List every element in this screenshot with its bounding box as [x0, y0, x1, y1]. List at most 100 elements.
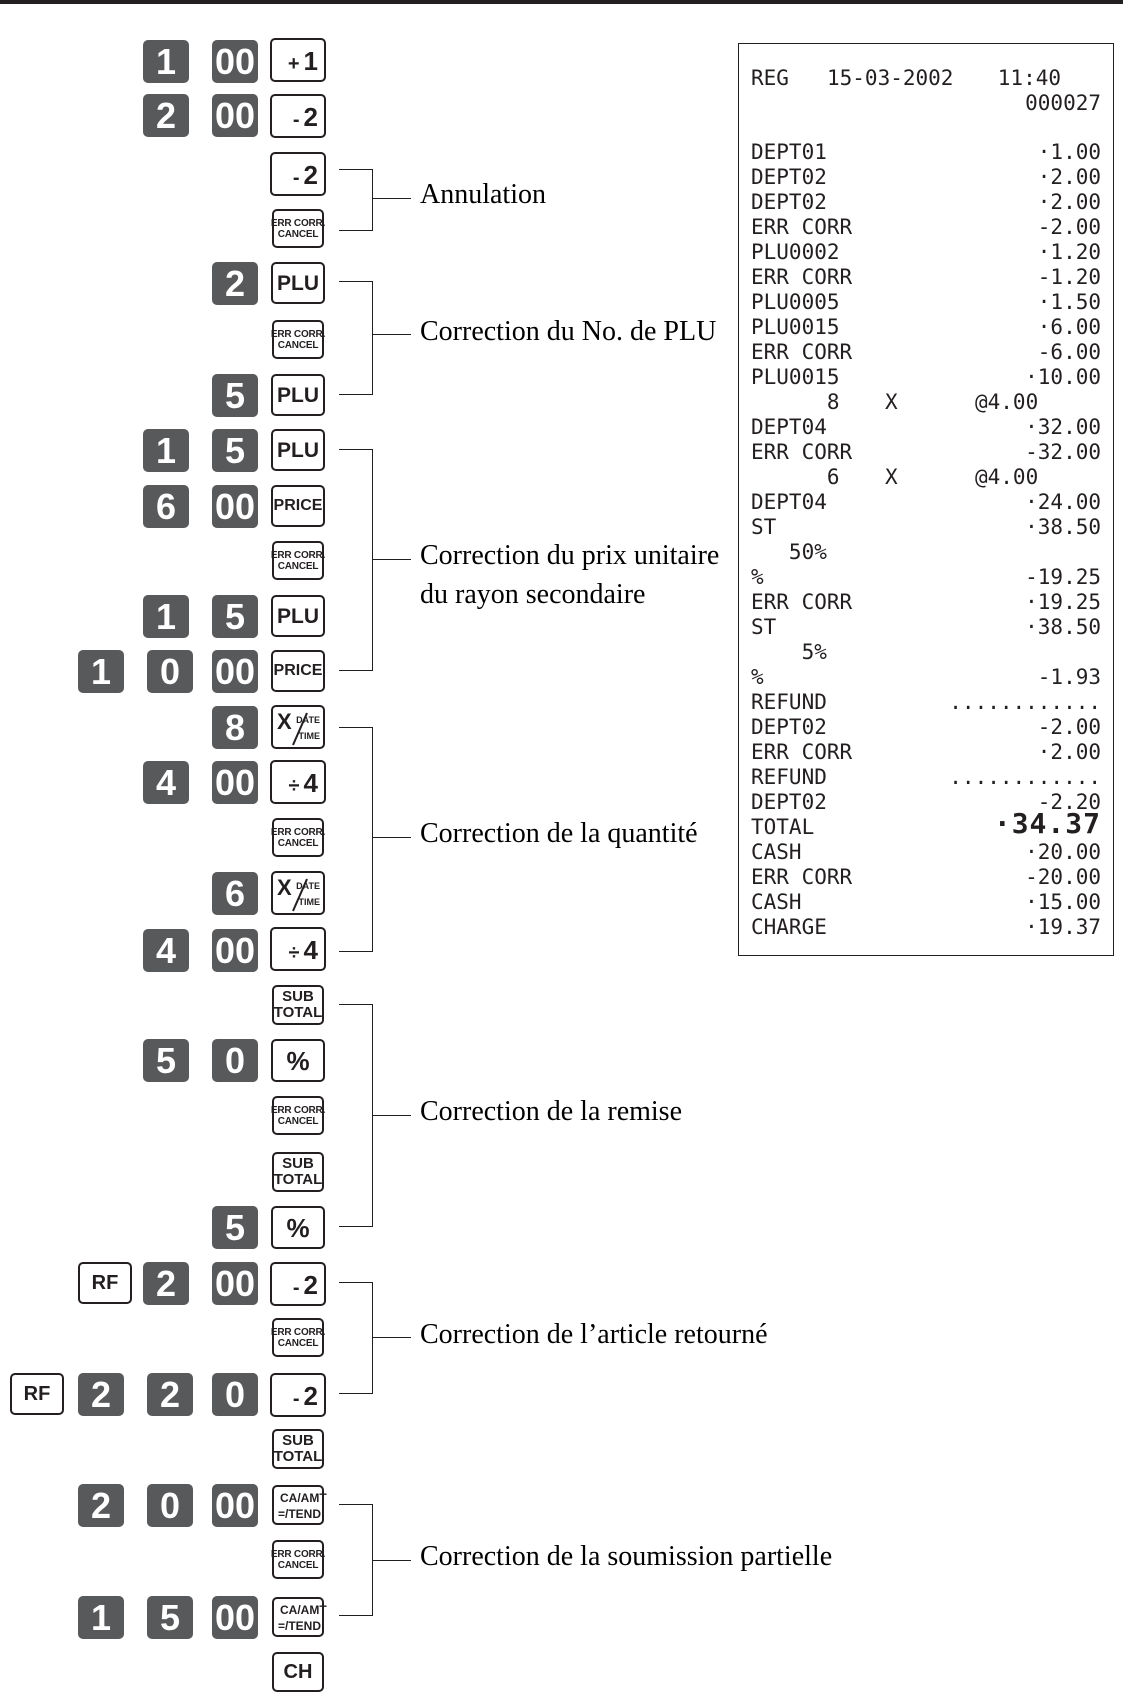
key-0: 0 [147, 650, 193, 693]
key-minus-2: -2 [270, 152, 326, 196]
receipt-line-value: -2.20 [1037, 790, 1101, 814]
receipt-line-label: DEPT02 [751, 190, 827, 214]
key-5: 5 [212, 429, 258, 472]
key-4: 4 [143, 929, 189, 972]
receipt-line-value: -19.25 [1025, 565, 1101, 589]
key-2: 2 [212, 262, 258, 305]
key-2: 2 [143, 1262, 189, 1305]
receipt-line: ERR CORR-32.00 [751, 440, 1101, 465]
receipt-line-value: ·1.50 [1037, 290, 1101, 314]
key-00: 00 [212, 650, 258, 693]
key-err-corr-line2: CANCEL [277, 1115, 319, 1127]
bracket-stub [373, 1560, 411, 1561]
key-minus-number: 2 [303, 1270, 318, 1300]
bracket-partial-tender-correction [339, 1504, 373, 1616]
annotation-discount-correction: Correction de la remise [420, 1096, 683, 1127]
key-0: 0 [212, 1373, 258, 1416]
receipt-line-label: DEPT01 [751, 140, 827, 164]
receipt-line-label: TOTAL [751, 815, 815, 839]
key-minus-number: 2 [303, 160, 318, 190]
receipt-line: TOTAL·34.37 [751, 810, 1101, 840]
key-err-corr-line1: ERR CORR. [270, 1104, 326, 1116]
receipt-line-label: CASH [751, 890, 802, 914]
key-err-corr-line2: CANCEL [277, 560, 319, 572]
key-5: 5 [212, 595, 258, 638]
receipt-line-multiplier: X [885, 465, 898, 489]
receipt-line: ST·38.50 [751, 515, 1101, 540]
receipt-line-value: ·6.00 [1037, 315, 1101, 339]
bracket-price-correction [339, 449, 373, 671]
receipt-line: DEPT02·2.00 [751, 190, 1101, 215]
bracket-plu-correction [339, 281, 373, 395]
key-minus-symbol: - [292, 167, 300, 189]
key-multiply-symbol: X [277, 709, 292, 734]
receipt-number: 000027 [1025, 91, 1101, 115]
key-1: 1 [78, 650, 124, 693]
key-1: 1 [143, 595, 189, 638]
key-6: 6 [143, 485, 189, 528]
receipt-line: PLU0015·10.00 [751, 365, 1101, 390]
key-err-corr-cancel: ERR CORR.CANCEL [271, 541, 325, 580]
key-multiply-date-time: X DATE TIME [271, 705, 325, 749]
key-minus-symbol: - [292, 1277, 300, 1299]
receipt-line-label: PLU0015 [751, 315, 840, 339]
bracket-refund-correction [339, 1282, 373, 1394]
receipt-line-label: ERR CORR [751, 865, 853, 889]
key-plu: PLU [271, 262, 325, 304]
receipt-line-value: ·1.20 [1037, 240, 1101, 264]
receipt-line-label: % [751, 565, 764, 589]
receipt-number-line: 000027 [751, 91, 1101, 116]
receipt-line-label: ST [751, 515, 777, 539]
receipt-line-label: REFUND [751, 765, 827, 789]
key-subtotal-line2: TOTAL [273, 1448, 323, 1465]
key-subtotal-line1: SUB [282, 1155, 314, 1172]
key-minus-number: 2 [303, 1381, 318, 1411]
key-ca-line2: =/TEND [278, 1507, 322, 1521]
receipt-line-value: ·19.25 [1025, 590, 1101, 614]
receipt-line: ERR CORR-2.00 [751, 215, 1101, 240]
key-0: 0 [212, 1039, 258, 1082]
receipt-line: CHARGE·19.37 [751, 915, 1101, 940]
key-ca-line1: CA/AMT [280, 1603, 327, 1617]
key-00: 00 [212, 485, 258, 528]
key-err-corr-line2: CANCEL [277, 1337, 319, 1349]
key-divide-symbol: ÷ [288, 942, 300, 964]
receipt-line-label: ERR CORR [751, 340, 853, 364]
receipt-line-label: DEPT02 [751, 165, 827, 189]
annotation-price-correction-2: du rayon secondaire [420, 579, 646, 610]
key-ca-line1: CA/AMT [280, 1491, 327, 1505]
receipt-line-label: 50% [751, 540, 827, 564]
key-date-label: DATE [296, 715, 320, 725]
receipt-line: REFUND............ [751, 765, 1101, 790]
receipt-line-value: -1.20 [1037, 265, 1101, 289]
receipt-line: PLU0002·1.20 [751, 240, 1101, 265]
key-1: 1 [78, 1596, 124, 1639]
receipt-line-label: CASH [751, 840, 802, 864]
key-err-corr-cancel: ERR CORR.CANCEL [271, 1540, 325, 1579]
receipt-line: %-1.93 [751, 665, 1101, 690]
receipt-line-value: ·2.00 [1037, 740, 1101, 764]
receipt-line-label: DEPT02 [751, 790, 827, 814]
receipt-line-value: @4.00 [975, 465, 1039, 489]
receipt-line: ERR CORR·19.25 [751, 590, 1101, 615]
key-6: 6 [212, 872, 258, 915]
receipt-line-label: DEPT02 [751, 715, 827, 739]
annotation-plu-correction: Correction du No. de PLU [420, 316, 717, 347]
receipt-line-label: ERR CORR [751, 440, 853, 464]
key-5: 5 [143, 1039, 189, 1082]
key-err-corr-line1: ERR CORR. [270, 328, 326, 340]
annotation-annulation: Annulation [420, 179, 546, 210]
receipt-line-label: 5% [751, 640, 827, 664]
key-minus-2: -2 [270, 1373, 326, 1417]
key-plu: PLU [271, 374, 325, 416]
key-5: 5 [212, 1206, 258, 1249]
slash-icon [292, 878, 308, 912]
key-subtotal-line1: SUB [282, 1432, 314, 1449]
receipt-line: ERR CORR-1.20 [751, 265, 1101, 290]
key-time-label: TIME [298, 897, 321, 907]
receipt-line: PLU0015 ·6.00 [751, 315, 1101, 340]
key-err-corr-line2: CANCEL [277, 837, 319, 849]
key-divide-symbol: ÷ [288, 775, 300, 797]
